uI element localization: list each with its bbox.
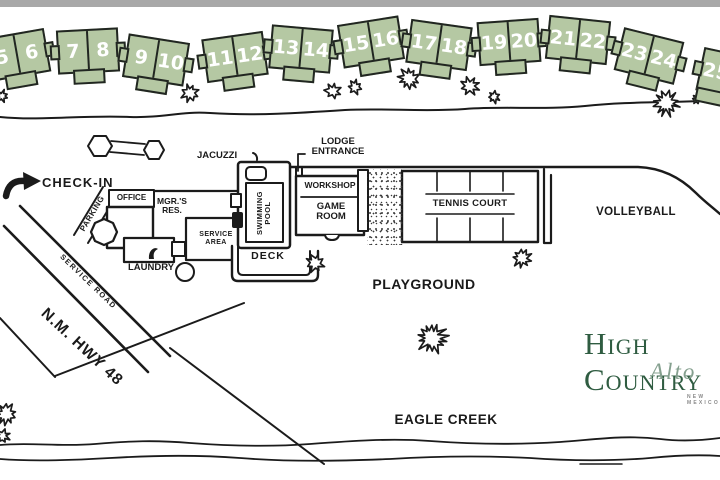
fence-to-creek bbox=[169, 347, 325, 465]
service-road-edges bbox=[2, 204, 172, 374]
volleyball-label: VOLLEYBALL bbox=[596, 206, 676, 218]
game-room-door bbox=[324, 234, 340, 241]
service-area-label: SERVICE AREA bbox=[199, 231, 233, 246]
brand-name: High Country bbox=[584, 326, 703, 397]
jacuzzi-pointer bbox=[252, 152, 259, 161]
cabin-side-tab bbox=[332, 38, 345, 56]
cabin-unit-number: 7 bbox=[65, 40, 81, 64]
porch bbox=[494, 58, 528, 77]
cabin-unit-number: 16 bbox=[366, 17, 403, 62]
porch bbox=[282, 65, 316, 84]
buildings bbox=[87, 135, 553, 283]
cabin-side-tab bbox=[49, 44, 61, 61]
swimming-pool-label: SWIMMING POOL bbox=[254, 191, 272, 235]
jacuzzi-label: JACUZZI bbox=[197, 150, 238, 161]
deck-outline-outer bbox=[230, 244, 320, 283]
cabin-side-tab bbox=[400, 32, 413, 49]
planter-octagon bbox=[89, 217, 119, 247]
cabin-side-tab bbox=[196, 53, 209, 70]
brand-state: NEW MEXICO bbox=[687, 394, 720, 406]
bush-icon bbox=[512, 248, 533, 269]
lodge-entrance-pointer bbox=[297, 153, 306, 172]
brand-city: Alto bbox=[650, 359, 697, 384]
property-line-b bbox=[0, 317, 56, 378]
gravel-area bbox=[367, 169, 403, 245]
cabin-unit-number: 12 bbox=[231, 33, 267, 77]
laundry-mark bbox=[148, 248, 158, 259]
cabin-unit-number: 18 bbox=[435, 25, 471, 69]
bush-icon bbox=[0, 402, 17, 427]
cabin-unit-number: 8 bbox=[85, 29, 119, 72]
property-line-a bbox=[54, 302, 245, 377]
cabin-side-tab bbox=[470, 36, 482, 53]
cabin-unit-number: 14 bbox=[298, 28, 332, 72]
drive-along-cabins bbox=[0, 99, 720, 120]
jacuzzi-tub bbox=[245, 166, 267, 181]
laundry-step bbox=[171, 241, 186, 257]
tennis-court-lines bbox=[425, 170, 515, 243]
bush-icon bbox=[305, 253, 326, 274]
lodge-entrance-label: LODGE ENTRANCE bbox=[311, 136, 365, 158]
bush-icon bbox=[0, 88, 9, 104]
boundary-right-curve bbox=[289, 165, 720, 216]
bush-icon bbox=[323, 82, 342, 100]
laundry-label: LAUNDRY bbox=[127, 262, 175, 273]
cabin-unit-number: 20 bbox=[506, 20, 540, 63]
deck-label: DECK bbox=[251, 250, 285, 262]
cabin-unit-number: 22 bbox=[574, 20, 609, 63]
workshop-game-room-building bbox=[294, 174, 366, 237]
workshop-label: WORKSHOP bbox=[304, 180, 356, 190]
walls bbox=[152, 189, 240, 262]
bush-icon bbox=[347, 78, 363, 96]
pool-side-room bbox=[230, 193, 242, 208]
top-letterbox-bar bbox=[0, 0, 720, 7]
bush-icon bbox=[460, 75, 481, 96]
eagle-creek-lines bbox=[0, 436, 720, 465]
check-in-arrow-icon bbox=[2, 172, 41, 200]
swimming-pool bbox=[245, 182, 284, 243]
cabin-unit-number: 19 bbox=[480, 31, 508, 55]
bush-icon bbox=[0, 428, 11, 443]
log-shape bbox=[87, 135, 165, 160]
porch bbox=[558, 56, 593, 75]
tennis-court-label: TENNIS COURT bbox=[432, 198, 508, 209]
bush-icon bbox=[417, 323, 450, 355]
porch bbox=[72, 68, 106, 85]
bush-icon bbox=[180, 83, 200, 104]
cabin-unit-number: 21 bbox=[548, 26, 578, 51]
cabin-unit-number: 13 bbox=[271, 35, 301, 60]
check-in-label: CHECK-IN bbox=[42, 175, 114, 190]
office-label: OFFICE bbox=[116, 193, 147, 203]
cabin-side-tab bbox=[539, 28, 551, 45]
pool-equipment bbox=[232, 212, 243, 228]
deck-outline-inner bbox=[237, 245, 311, 276]
court-side-wall bbox=[542, 167, 553, 245]
game-room-label: GAME ROOM bbox=[316, 201, 346, 223]
eagle-creek-label: EAGLE CREEK bbox=[394, 412, 498, 427]
cabin-side-tab bbox=[262, 38, 274, 55]
managers-residence-label: MGR.'S RES. bbox=[157, 196, 187, 216]
bush-icon bbox=[652, 89, 681, 118]
cabin-unit-number: 6 bbox=[12, 30, 50, 75]
playground-label: PLAYGROUND bbox=[372, 276, 476, 292]
bush-icon bbox=[396, 67, 421, 91]
bush-icon bbox=[488, 89, 501, 105]
tree-blob bbox=[175, 262, 195, 282]
